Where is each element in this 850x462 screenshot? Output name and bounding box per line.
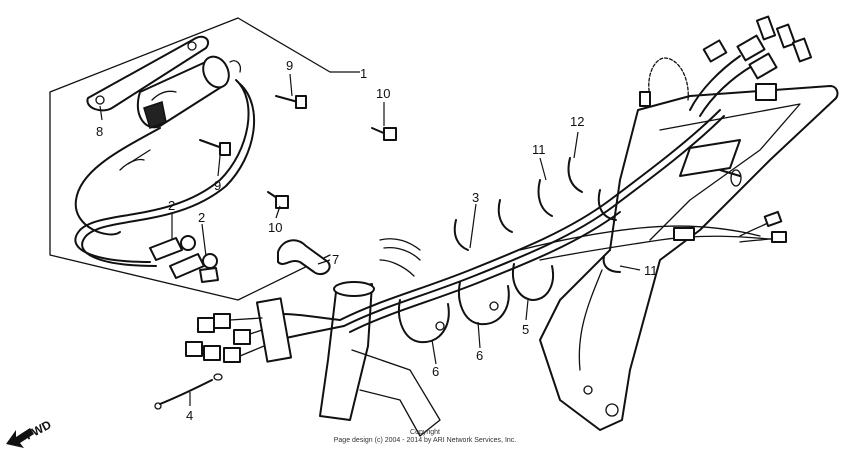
callout-labels: 1 2 2 3 4 5 6 6 7 8 9 9 10 10 11 11 12 — [96, 58, 658, 423]
callout-10a: 10 — [376, 86, 390, 101]
callout-2a: 2 — [168, 198, 175, 213]
callout-9b: 9 — [214, 178, 221, 193]
spark-plug-caps — [149, 235, 219, 283]
copyright-line-2: Page design (c) 2004 - 2014 by ARI Netwo… — [334, 437, 517, 444]
copyright-line-1: Copyright — [410, 429, 440, 436]
callout-11b: 11 — [644, 263, 658, 278]
callout-12: 12 — [570, 114, 584, 129]
fwd-label: FWD — [23, 417, 54, 442]
bolt-9-upper — [275, 95, 307, 109]
clamp-7 — [277, 239, 331, 276]
callout-7: 7 — [332, 252, 339, 267]
bolt-10-upper — [371, 127, 397, 141]
callout-10b: 10 — [268, 220, 282, 235]
coil-bracket — [86, 35, 210, 112]
ignition-coil-inset — [49, 17, 331, 301]
harness-branch-wires — [379, 238, 421, 277]
callout-3: 3 — [472, 190, 479, 205]
callout-2b: 2 — [198, 210, 205, 225]
fwd-arrow-icon — [6, 428, 34, 448]
callout-11a: 11 — [532, 142, 546, 157]
callout-6b: 6 — [476, 348, 483, 363]
copyright-notice: Copyright Page design (c) 2004 - 2014 by… — [334, 429, 517, 444]
steering-head — [319, 281, 441, 437]
upper-connectors — [639, 15, 813, 117]
callout-1: 1 — [360, 66, 367, 81]
callout-6a: 6 — [432, 364, 439, 379]
ignition-coil — [137, 55, 242, 129]
callout-9a: 9 — [286, 58, 293, 73]
high-tension-leads — [74, 79, 256, 267]
callout-8: 8 — [96, 124, 103, 139]
fwd-indicator: FWD — [6, 417, 54, 448]
callout-5: 5 — [522, 322, 529, 337]
bolt-9-lower — [199, 139, 231, 156]
harness-bands — [398, 263, 554, 344]
callout-4: 4 — [186, 408, 193, 423]
bolt-10-lower — [267, 191, 289, 209]
left-connector-cluster — [185, 297, 345, 363]
callout-leaders — [99, 71, 641, 406]
frame — [539, 85, 839, 431]
main-wire-harness — [339, 109, 781, 333]
harness-straps — [453, 157, 621, 273]
wire-4 — [154, 373, 223, 410]
right-connectors — [739, 210, 787, 243]
